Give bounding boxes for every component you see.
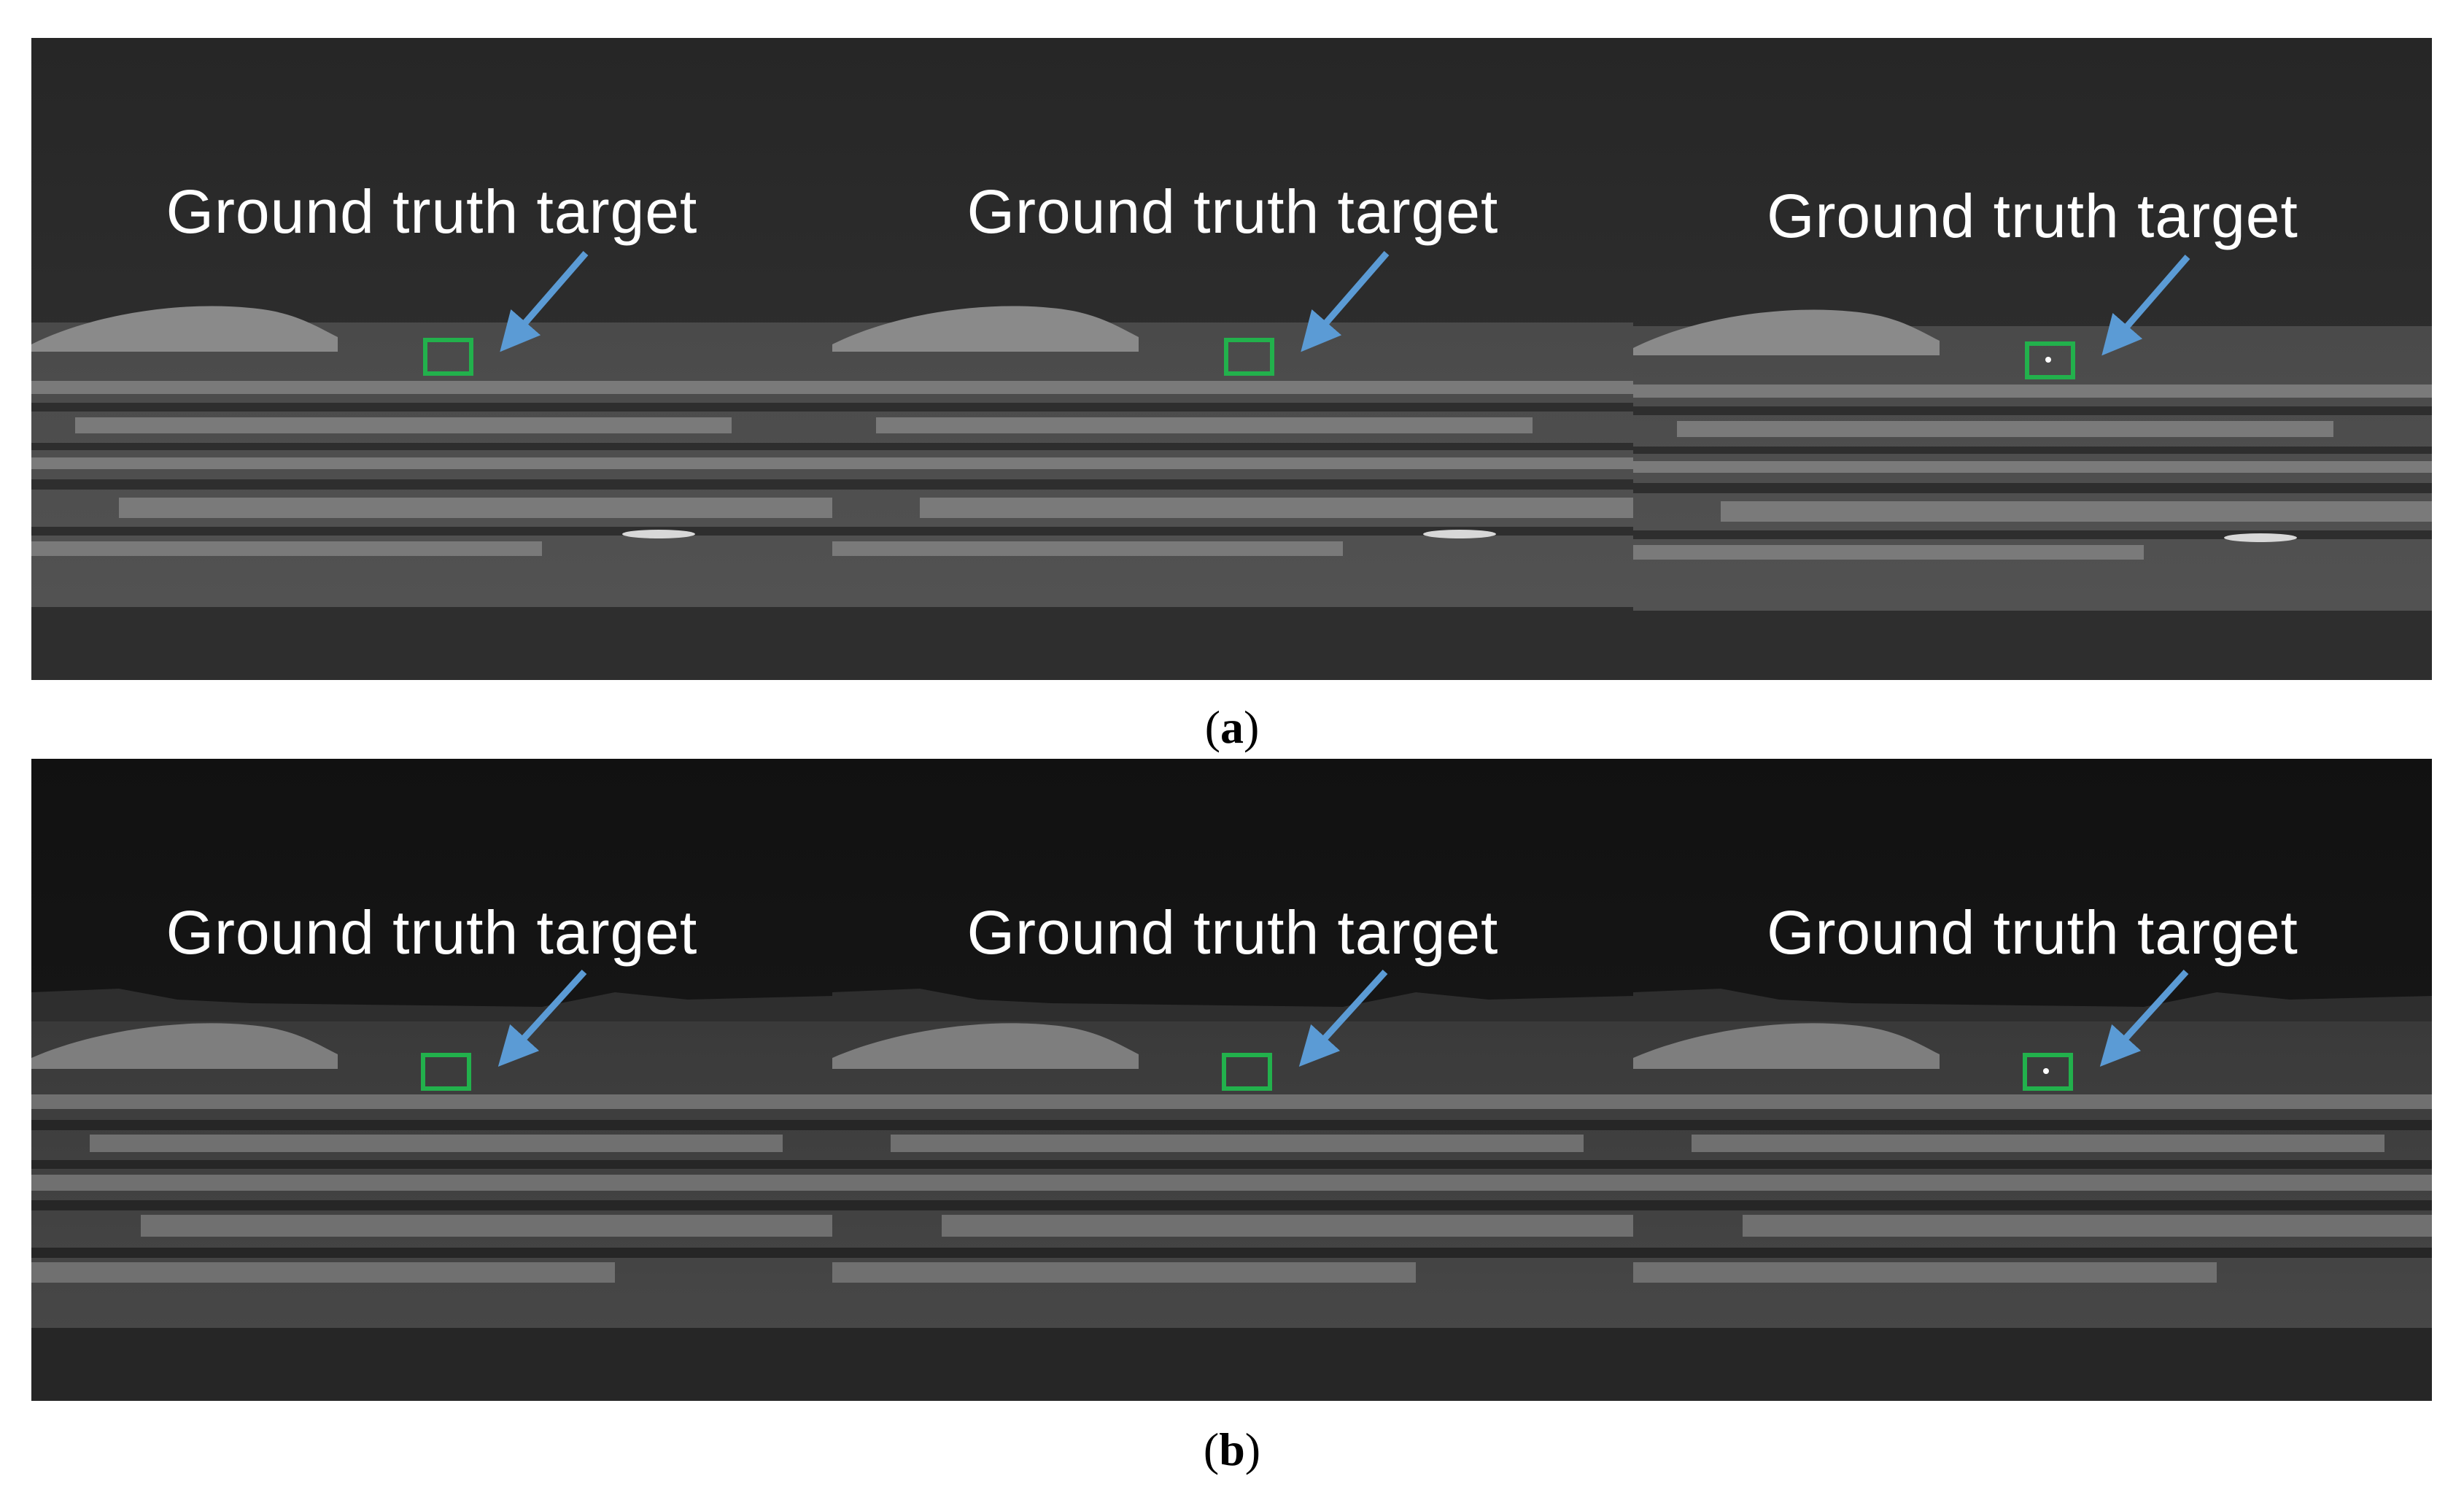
scene-image	[1633, 759, 2432, 1401]
panel-a: Ground truth target Ground truth target	[0, 38, 2464, 680]
infrared-frame-b2: Ground truth target	[832, 759, 1633, 1401]
infrared-frame-b3: Ground truth target	[1633, 759, 2432, 1401]
caption-b: (b)	[1203, 1423, 1261, 1475]
ground-truth-label: Ground truth target	[166, 177, 698, 246]
caption-a: (a)	[1204, 701, 1260, 753]
scene-image	[832, 38, 1633, 680]
panel-b: Ground truth target Ground truth target	[0, 759, 2464, 1401]
ground-truth-label: Ground truth target	[1767, 898, 2298, 967]
ground-truth-label: Ground truth target	[966, 898, 1499, 967]
infrared-frame-a3: Ground truth target	[1633, 38, 2432, 680]
ground-truth-label: Ground truth target	[166, 898, 698, 967]
scene-image	[31, 38, 832, 680]
scene-image	[832, 759, 1633, 1401]
scene-image	[31, 759, 832, 1401]
ground-truth-label: Ground truth target	[966, 177, 1499, 246]
infrared-frame-a1: Ground truth target	[31, 38, 832, 680]
scene-image	[1633, 38, 2432, 680]
ground-truth-label: Ground truth target	[1767, 182, 2298, 250]
infrared-frame-b1: Ground truth target	[31, 759, 832, 1401]
infrared-frame-a2: Ground truth target	[832, 38, 1633, 680]
